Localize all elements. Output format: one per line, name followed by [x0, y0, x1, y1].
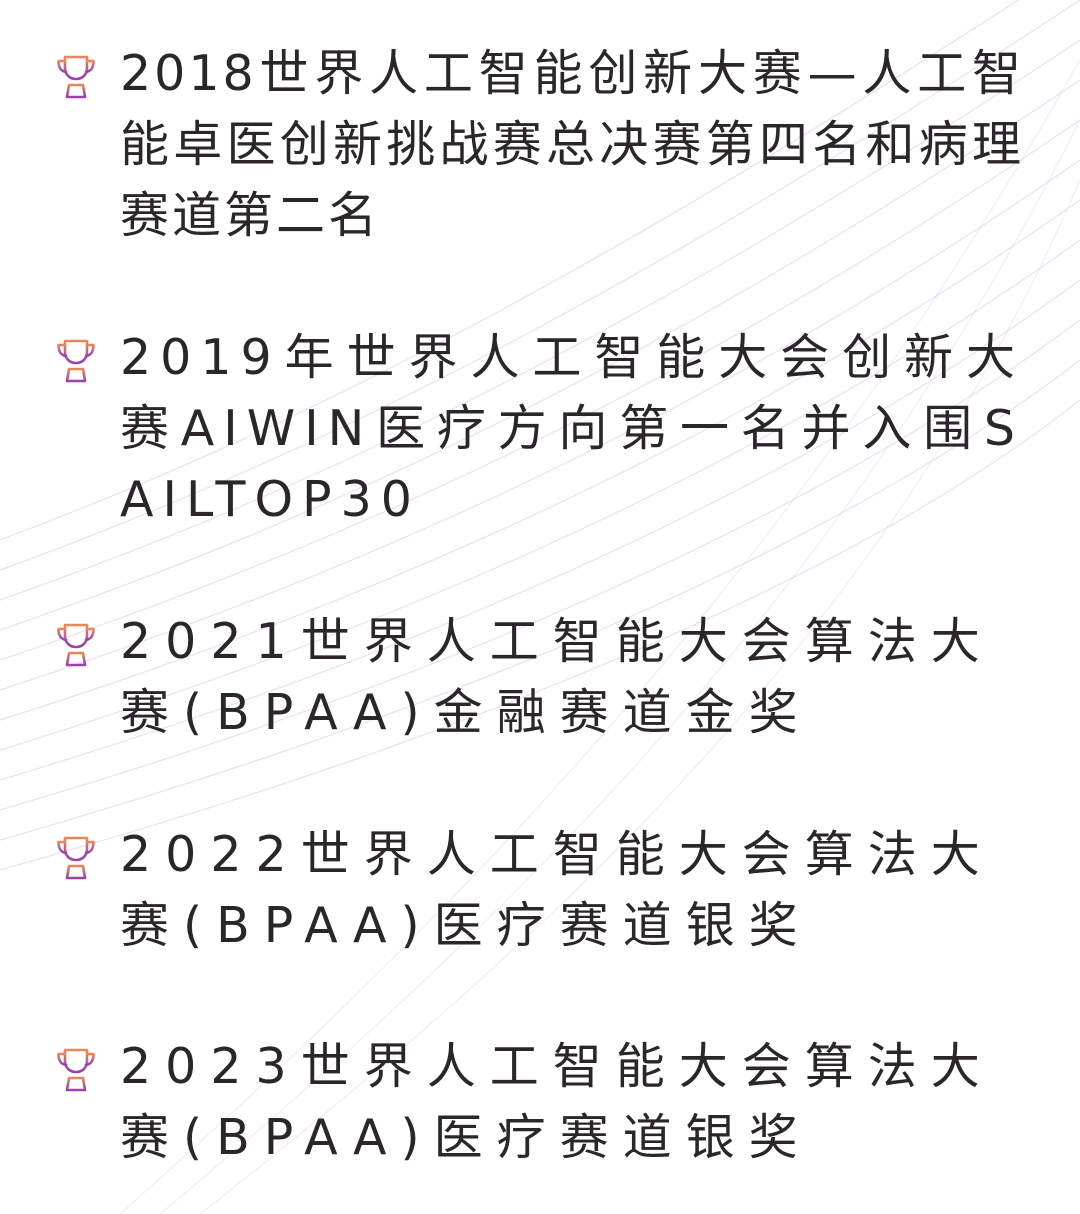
trophy-icon — [56, 622, 96, 668]
trophy-icon — [56, 54, 96, 100]
award-text: 2023世界人工智能大会算法大赛(BPAA)医疗赛道银奖 — [120, 1038, 994, 1166]
trophy-icon — [56, 338, 96, 384]
trophy-icon — [56, 1047, 96, 1093]
award-text: 2018世界人工智能创新大赛—人工智能卓医创新挑战赛总决赛第四名和病理赛道第二名 — [120, 45, 1024, 244]
award-text: 2019年世界人工智能大会创新大赛AIWIN医疗方向第一名并入围SAILTOP3… — [120, 329, 1024, 528]
award-text: 2021世界人工智能大会算法大赛(BPAA)金融赛道金奖 — [120, 613, 994, 741]
trophy-icon — [56, 835, 96, 881]
award-text: 2022世界人工智能大会算法大赛(BPAA)医疗赛道银奖 — [120, 826, 994, 954]
